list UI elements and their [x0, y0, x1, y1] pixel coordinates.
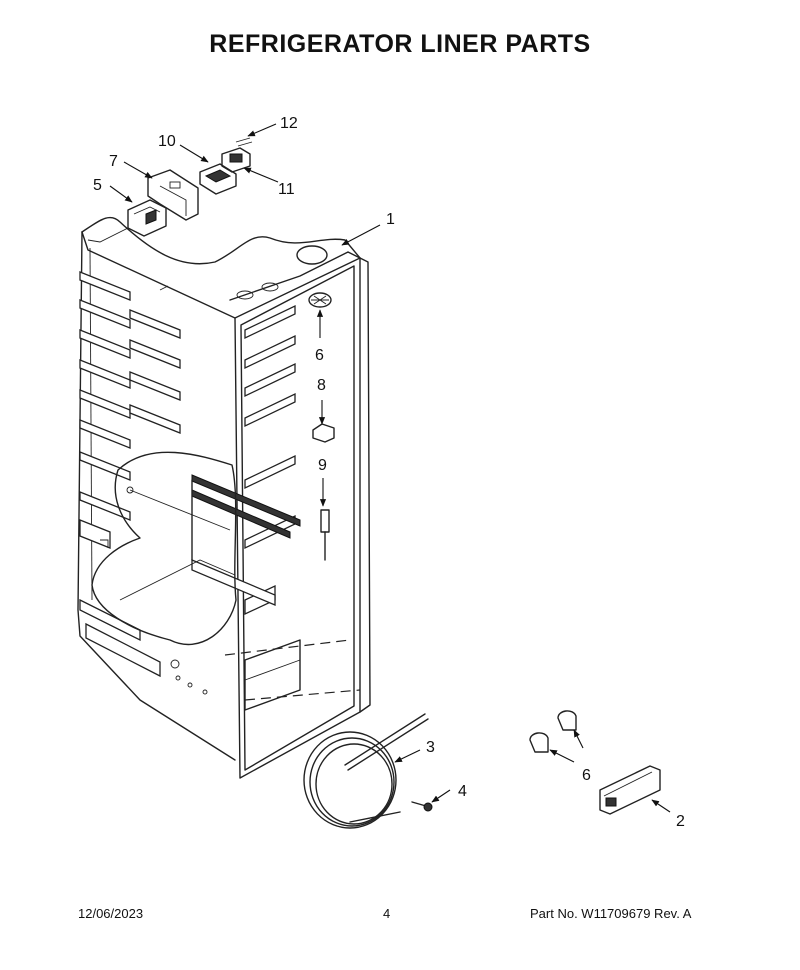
callout-7: 7: [109, 153, 118, 170]
part-2-drain-trough: [599, 765, 661, 815]
footer-date: 12/06/2023: [78, 906, 144, 921]
leader-arrows: [109, 123, 671, 813]
part-6-damper-top: [308, 292, 332, 308]
callout-1: 1: [386, 211, 395, 228]
part-6-damper-lower: [529, 710, 577, 753]
callout-12: 12: [280, 115, 298, 132]
callout-10: 10: [158, 133, 176, 150]
part-11-holder: [221, 147, 251, 173]
part-5-connector: [87, 199, 167, 243]
part-3-tube-coil: [303, 713, 429, 829]
callout-9: 9: [318, 457, 327, 474]
footer-page-number: 4: [383, 906, 391, 921]
callout-11: 11: [278, 181, 295, 198]
callout-3: 3: [426, 739, 435, 756]
left-wall-shelf-rails: [79, 271, 181, 678]
callout-8: 8: [317, 377, 326, 394]
part-4-screw: [411, 801, 433, 812]
part-7-bracket: [147, 169, 199, 221]
part-12-clip: [235, 137, 253, 147]
part-10-housing: [199, 163, 237, 195]
callout-6-lower: 6: [582, 767, 591, 784]
callout-4: 4: [458, 783, 467, 800]
refrigerator-liner: [77, 216, 371, 779]
page-title: REFRIGERATOR LINER PARTS: [209, 30, 591, 58]
callout-5: 5: [93, 177, 102, 194]
part-8-cap: [312, 423, 335, 443]
right-wall-shelf-rails: [244, 304, 296, 616]
part-9-sensor: [320, 509, 330, 561]
callout-2: 2: [676, 813, 685, 830]
callout-6-upper: 6: [315, 347, 324, 364]
footer-part-number: Part No. W11709679 Rev. A: [530, 906, 692, 921]
